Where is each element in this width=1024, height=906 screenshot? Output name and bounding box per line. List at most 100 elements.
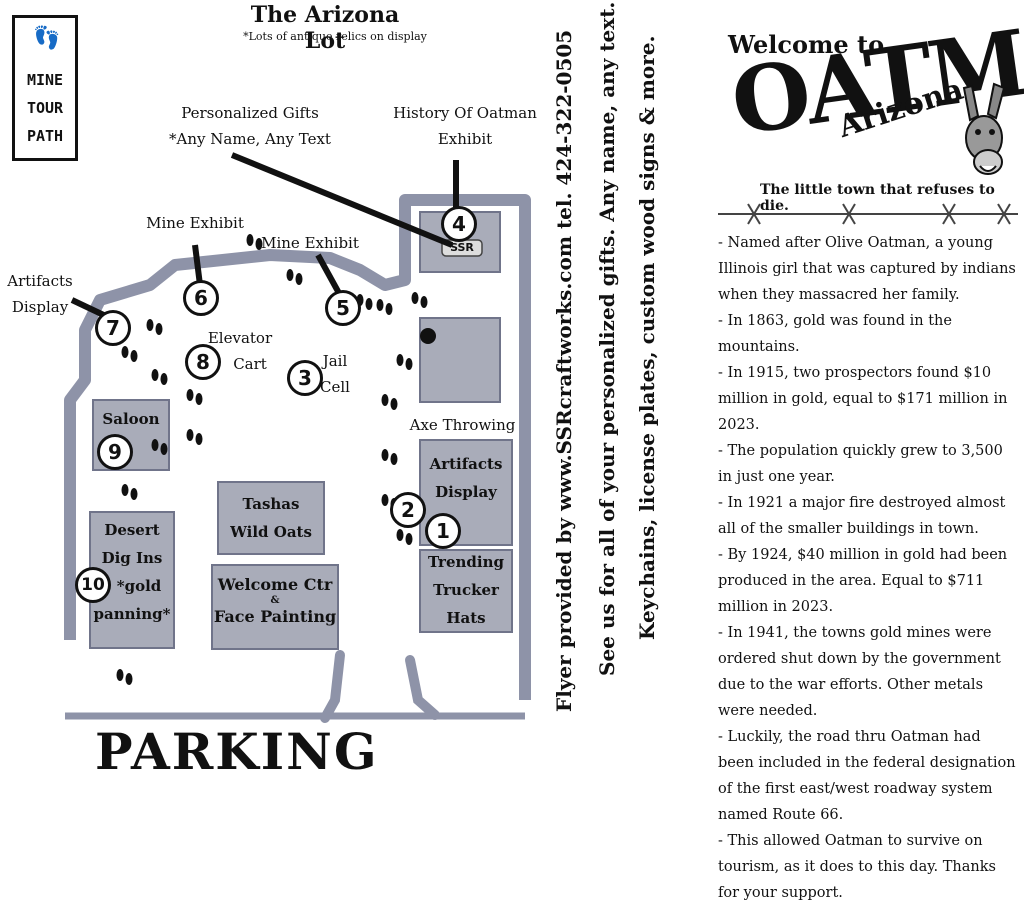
footprint — [390, 453, 398, 465]
road-left — [320, 650, 345, 723]
legend-line-3: PATH — [26, 127, 64, 145]
label-line: *Any Name, Any Text — [169, 130, 331, 148]
label-line: Welcome Ctr — [217, 575, 333, 594]
footprint — [286, 269, 294, 281]
road-right — [405, 655, 440, 720]
footprint — [381, 394, 389, 406]
label-welcome-ctr: Welcome Ctr & Face Painting — [212, 575, 338, 627]
footprint — [130, 488, 138, 500]
label-tashas: Tashas Wild Oats — [218, 490, 324, 546]
fact-item: - Luckily, the road thru Oatman had been… — [718, 729, 1016, 823]
stop-3: 3 — [287, 360, 323, 396]
label-desert-dig: Desert Dig Ins *gold panning* — [90, 516, 174, 628]
pointer-gifts — [230, 152, 454, 248]
fact-item: - By 1924, $40 million in gold had been … — [718, 547, 1008, 615]
footprint — [160, 373, 168, 385]
label-line: & — [270, 595, 280, 606]
footprint — [155, 323, 163, 335]
hats-building — [419, 549, 513, 633]
label-line: Display — [11, 298, 69, 316]
stop-8: 8 — [185, 344, 221, 380]
footprint — [420, 296, 428, 308]
footprint — [405, 533, 413, 545]
label-line: Desert — [104, 521, 160, 539]
donkey-icon — [962, 82, 1006, 175]
stop-1: 1 — [425, 513, 461, 549]
label-trending-hats: Trending Trucker Hats — [420, 548, 512, 632]
barbed-wire-divider — [718, 203, 1018, 225]
promo-line-1: Flyer provided by www.SSRcraftworks.com … — [552, 29, 576, 712]
label-personalized-gifts: Personalized Gifts *Any Name, Any Text — [160, 100, 340, 152]
label-elevator-cart: Elevator Cart — [200, 325, 280, 377]
footprint — [195, 433, 203, 445]
footprints-icon: 👣 — [33, 26, 61, 51]
footprint — [130, 350, 138, 362]
footprint — [246, 234, 254, 246]
footprint — [411, 292, 419, 304]
history-facts: - Named after Olive Oatman, a young Illi… — [718, 230, 1018, 906]
welcome-text: Welcome to — [728, 30, 885, 59]
label-axe-throwing: Axe Throwing — [409, 416, 516, 434]
fact-item: - In 1915, two prospectors found $10 mil… — [718, 365, 1008, 433]
footprint — [255, 238, 263, 250]
label-history-exhibit: History Of Oatman Exhibit — [390, 100, 540, 152]
promo-line-3: Keychains, license plates, custom wood s… — [635, 35, 659, 640]
stop-10: 10 — [75, 567, 111, 603]
fact-item: - Named after Olive Oatman, a young Illi… — [718, 235, 1016, 303]
map-subtitle: *Lots of antique relics on display — [243, 30, 427, 43]
label-line: *gold — [116, 577, 162, 595]
ssr-sign-label: SSR — [450, 241, 474, 254]
stop-5: 5 — [325, 290, 361, 326]
stop-2: 2 — [390, 492, 426, 528]
stop-4: 4 — [441, 206, 477, 242]
footprint — [186, 389, 194, 401]
footprint — [396, 529, 404, 541]
label-jail-cell: Jail Cell — [310, 348, 360, 400]
footprint — [385, 303, 393, 315]
welcome-building — [211, 564, 339, 650]
label-line: Trending — [427, 553, 504, 571]
label-line: Tashas — [242, 495, 300, 513]
footprint — [376, 299, 384, 311]
label-line: Personalized Gifts — [181, 104, 319, 122]
label-line: Dig Ins — [101, 549, 163, 567]
stop-6: 6 — [183, 280, 219, 316]
legend-line-1: MINE — [26, 71, 64, 89]
label-line: Face Painting — [213, 607, 337, 626]
pointer-mine-left — [192, 244, 203, 286]
parking-label: PARKING — [95, 722, 379, 781]
tashas-building — [217, 481, 325, 555]
legend: 👣 MINE TOUR PATH — [12, 15, 78, 161]
footprint — [195, 393, 203, 405]
footprint — [396, 354, 404, 366]
label-line: Elevator — [207, 329, 273, 347]
legend-line-2: TOUR — [26, 99, 64, 117]
label-line: Cell — [320, 378, 350, 396]
fact-item: - The population quickly grew to 3,500 i… — [718, 443, 1003, 485]
footprint — [151, 439, 159, 451]
label-line: Artifacts — [7, 272, 73, 290]
label-artifacts-display: Artifacts Display — [0, 268, 80, 320]
label-line: Trucker — [433, 581, 499, 599]
label-line: Cart — [233, 355, 267, 373]
label-line: Display — [435, 483, 497, 501]
footprint — [146, 319, 154, 331]
tagline: The little town that refuses to die. — [760, 182, 995, 214]
stop-7: 7 — [95, 310, 131, 346]
footprint — [160, 443, 168, 455]
label-saloon: Saloon — [102, 410, 160, 428]
pointer-mine-right — [315, 253, 343, 297]
label-line: Hats — [446, 609, 486, 627]
legend-text: MINE TOUR PATH — [15, 66, 75, 150]
label-artifacts-building: Artifacts Display — [420, 450, 512, 506]
stop-9: 9 — [97, 434, 133, 470]
footprint — [125, 673, 133, 685]
footprint — [365, 298, 373, 310]
footprint — [405, 358, 413, 370]
label-line: Exhibit — [437, 130, 493, 148]
label-line: Jail — [322, 352, 348, 370]
fact-item: - In 1863, gold was found in the mountai… — [718, 313, 952, 355]
label-mine-exhibit-left: Mine Exhibit — [146, 214, 244, 232]
map-title: The Arizona Lot — [250, 2, 400, 54]
label-line: Wild Oats — [230, 523, 312, 541]
